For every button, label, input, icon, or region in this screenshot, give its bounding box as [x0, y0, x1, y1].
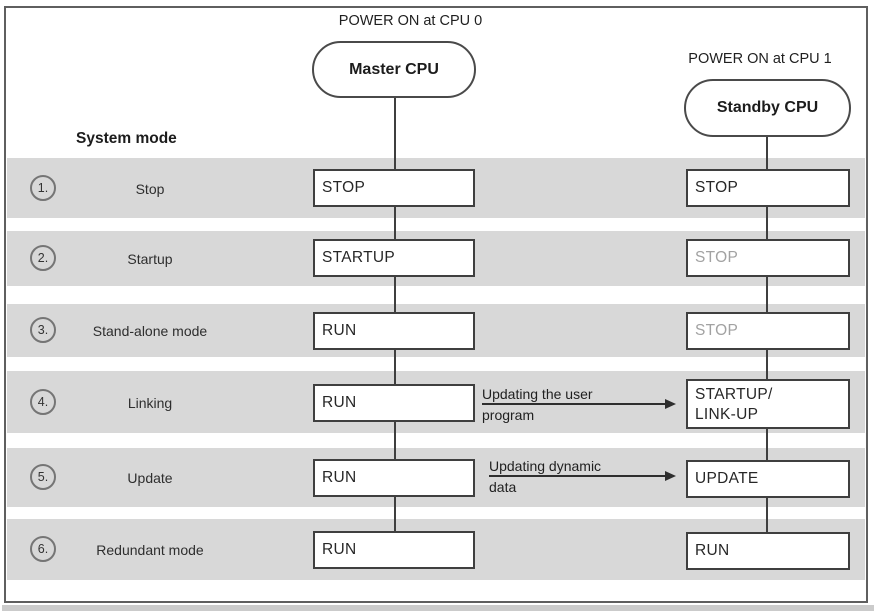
standby-state-box: UPDATE [686, 460, 850, 498]
master-state-box: RUN [313, 384, 475, 422]
annotation-line1: Updating dynamic [489, 458, 602, 474]
master-state-box: STARTUP [313, 239, 475, 277]
master-state-box: RUN [313, 312, 475, 350]
standby-state-box: STOP [686, 239, 850, 277]
standby-state-line2: LINK-UP [695, 406, 759, 423]
row-label: Redundant mode [96, 542, 204, 558]
row-number-badge: 4. [30, 389, 56, 415]
right-arrow-icon [665, 471, 676, 481]
annotation-line2: data [489, 479, 517, 495]
master-state-box: STOP [313, 169, 475, 207]
master-state-box: RUN [313, 531, 475, 569]
row-label: Linking [127, 395, 173, 411]
annotation-line2: program [482, 407, 535, 423]
row-label: Update [127, 470, 173, 486]
master-cpu-node: Master CPU [312, 41, 476, 98]
standby-cpu-node: Standby CPU [684, 79, 851, 137]
right-arrow-icon [665, 399, 676, 409]
row-number-badge: 1. [30, 175, 56, 201]
standby-state-line1: STARTUP/ [695, 386, 773, 403]
standby-state-box: STOP [686, 169, 850, 207]
power-on-cpu1-title: POWER ON at CPU 1 [688, 51, 832, 67]
standby-state-box: STARTUP/ LINK-UP [686, 379, 850, 429]
row-number-badge: 5. [30, 464, 56, 490]
row-number-badge: 3. [30, 317, 56, 343]
standby-state-box: RUN [686, 532, 850, 570]
row-number-badge: 2. [30, 245, 56, 271]
frame-bottom-shadow [2, 605, 874, 611]
row-number-badge: 6. [30, 536, 56, 562]
annotation-line1: Updating the user [482, 386, 593, 402]
master-state-box: RUN [313, 459, 475, 497]
power-on-cpu0-title: POWER ON at CPU 0 [338, 13, 483, 29]
row-label: Startup [127, 251, 173, 267]
update-arrow-line [489, 475, 668, 477]
system-mode-heading: System mode [76, 130, 177, 147]
row-label: Stop [135, 181, 165, 197]
row-label: Stand-alone mode [92, 323, 208, 339]
update-arrow-line [482, 403, 668, 405]
standby-state-box: STOP [686, 312, 850, 350]
